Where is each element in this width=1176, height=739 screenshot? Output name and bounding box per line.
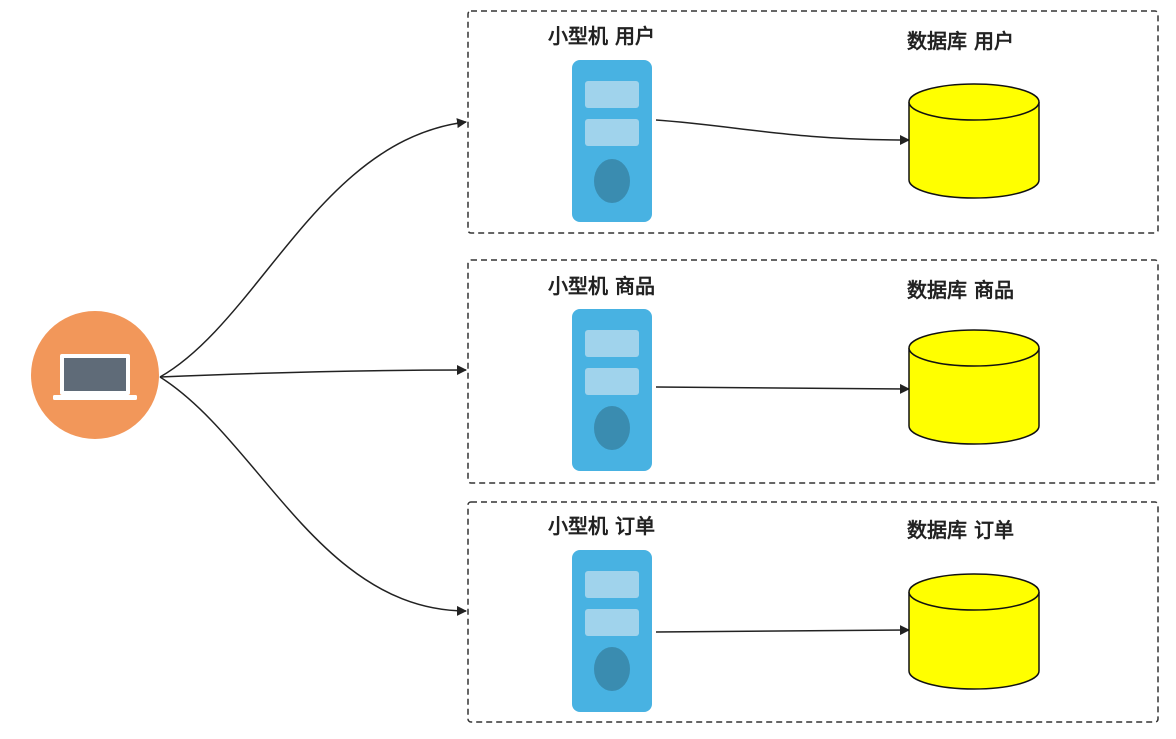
client-laptop[interactable] bbox=[31, 311, 159, 439]
server-icon bbox=[572, 60, 652, 222]
database-product[interactable] bbox=[908, 329, 1040, 445]
server-icon bbox=[572, 309, 652, 471]
connector-server-to-db-user bbox=[655, 119, 910, 145]
database-icon bbox=[908, 573, 1040, 690]
group-order bbox=[467, 501, 1159, 723]
group-product bbox=[467, 259, 1159, 484]
server-user[interactable] bbox=[572, 60, 652, 222]
database-order[interactable] bbox=[908, 573, 1040, 690]
connector-server-to-db-order bbox=[655, 625, 910, 636]
database-user[interactable] bbox=[908, 83, 1040, 199]
laptop-icon bbox=[53, 354, 137, 400]
server-icon bbox=[572, 550, 652, 712]
connector-client-to-product bbox=[159, 365, 467, 378]
server-user-label: 小型机 用户 bbox=[548, 24, 655, 48]
database-icon bbox=[908, 83, 1040, 199]
db-order-label: 数据库 订单 bbox=[907, 518, 1014, 542]
server-product-label: 小型机 商品 bbox=[548, 274, 655, 298]
server-product[interactable] bbox=[572, 309, 652, 471]
group-user bbox=[467, 10, 1159, 234]
connector-client-to-user bbox=[159, 118, 467, 378]
connector-server-to-db-product bbox=[655, 383, 910, 394]
server-order-label: 小型机 订单 bbox=[548, 514, 655, 538]
db-product-label: 数据库 商品 bbox=[907, 278, 1014, 302]
connector-client-to-order bbox=[159, 376, 467, 616]
db-user-label: 数据库 用户 bbox=[907, 29, 1014, 53]
server-order[interactable] bbox=[572, 550, 652, 712]
database-icon bbox=[908, 329, 1040, 445]
